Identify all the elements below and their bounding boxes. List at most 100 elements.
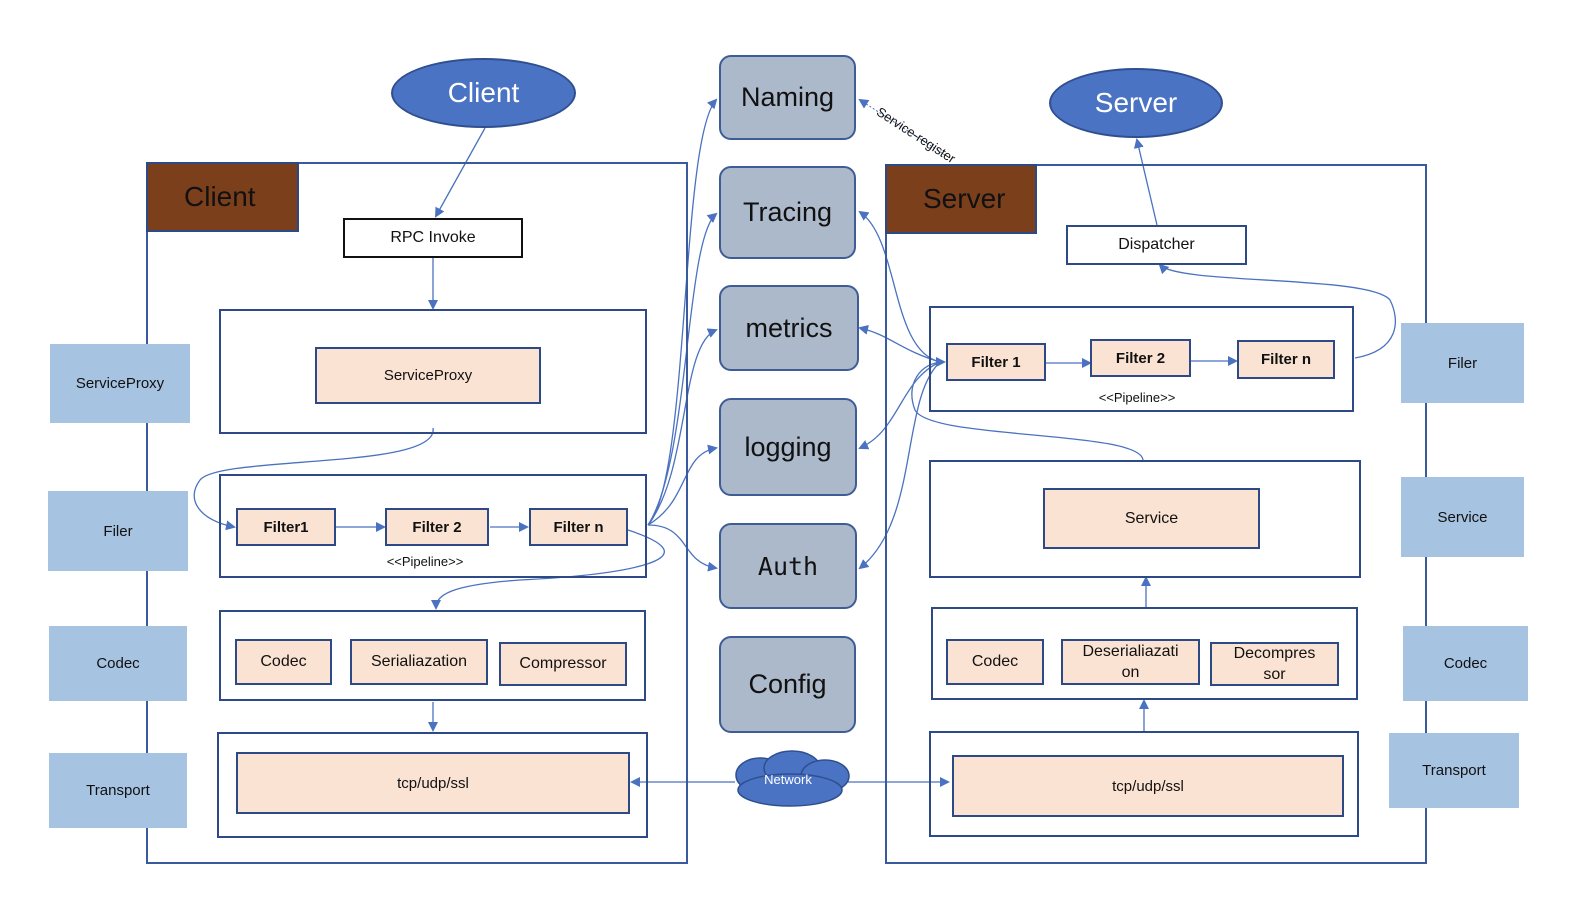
right-label-service-text: Service: [1437, 508, 1488, 526]
client-pipeline-label: <<Pipeline>>: [386, 553, 464, 569]
right-label-filer-text: Filer: [1447, 354, 1478, 372]
arrow-server-to-logging: [858, 361, 941, 450]
client-transport-box[interactable]: tcp/udp/ssl: [236, 752, 630, 814]
client-service-proxy-label: ServiceProxy: [383, 367, 473, 384]
server-codec-label: Codec: [971, 653, 1019, 670]
tracing-label: Tracing: [742, 197, 833, 227]
server-ellipse: Server: [1049, 68, 1223, 138]
service-register-dotted: [858, 98, 946, 156]
client-filter-n[interactable]: Filter n: [529, 508, 628, 546]
client-proxy-layer: [219, 309, 647, 434]
client-filter-layer: [219, 474, 647, 578]
metrics-label: metrics: [745, 312, 833, 343]
server-filter-1-label: Filter 1: [971, 353, 1021, 371]
server-codec-box[interactable]: Codec: [946, 639, 1044, 685]
client-filter-2[interactable]: Filter 2: [385, 508, 489, 546]
line-service-to-filter1: [911, 357, 1144, 461]
arrow-server-to-tracing: [858, 210, 941, 363]
server-filter-2[interactable]: Filter 2: [1090, 339, 1191, 377]
client-serialization-box[interactable]: Serialiazation: [350, 639, 488, 685]
right-label-service: Service: [1401, 477, 1524, 557]
network-label: Network: [764, 771, 812, 787]
arrow-proxy-to-filter: [193, 427, 434, 531]
left-label-serviceproxy-text: ServiceProxy: [75, 375, 165, 392]
server-service-box[interactable]: Service: [1043, 488, 1260, 549]
left-label-serviceproxy: ServiceProxy: [50, 344, 190, 423]
server-pipeline-label: <<Pipeline>>: [1098, 389, 1176, 405]
left-label-filer-text: Filer: [103, 522, 133, 540]
left-label-codec-text: Codec: [96, 655, 140, 672]
arrow-server-to-metrics: [858, 324, 941, 363]
server-filter-1[interactable]: Filter 1: [946, 343, 1046, 381]
client-codec-layer: [219, 610, 646, 701]
auth-box[interactable]: Auth: [719, 523, 857, 609]
naming-box[interactable]: Naming: [719, 55, 856, 140]
client-codec-box[interactable]: Codec: [235, 639, 332, 685]
naming-label: Naming: [740, 82, 835, 112]
server-filter-n[interactable]: Filter n: [1237, 340, 1335, 379]
server-filter-2-label: Filter 2: [1115, 349, 1166, 367]
config-label: Config: [748, 669, 827, 699]
server-frame-title-text: Server: [923, 183, 1006, 214]
client-filter-2-label: Filter 2: [412, 518, 462, 536]
left-label-transport-text: Transport: [86, 782, 150, 799]
client-filter-n-label: Filter n: [553, 518, 604, 536]
arrow-client-to-logging: [647, 444, 718, 526]
arrow-server-to-auth: [858, 361, 941, 570]
arrow-client-to-metrics: [647, 328, 718, 526]
right-label-transport: Transport: [1389, 733, 1519, 808]
client-ellipse-label: Client: [447, 77, 520, 108]
client-frame-title-text: Client: [184, 181, 256, 212]
server-deserialization-label-1: Deserialiazati: [1082, 643, 1179, 660]
server-transport-label: tcp/udp/ssl: [1112, 777, 1184, 795]
dispatcher-box[interactable]: Dispatcher: [1066, 225, 1247, 265]
client-compressor-box[interactable]: Compressor: [499, 642, 627, 686]
client-filter-1-label: Filter1: [263, 518, 309, 536]
server-deserialization-label-2: on: [1121, 664, 1140, 681]
server-decompressor-box[interactable]: Decompres sor: [1210, 642, 1339, 686]
tracing-box[interactable]: Tracing: [719, 166, 856, 259]
client-filter-1[interactable]: Filter1: [236, 508, 336, 546]
server-ellipse-label: Server: [1094, 87, 1178, 118]
right-label-filer: Filer: [1401, 323, 1524, 403]
arrow-client-to-rpc: [435, 127, 486, 218]
server-service-layer: [929, 460, 1361, 578]
server-frame-title: Server: [885, 164, 1037, 234]
arrow-dispatcher-to-server: [1133, 138, 1158, 226]
client-transport-label: tcp/udp/ssl: [397, 774, 469, 792]
server-deserialization-box[interactable]: Deserialiazati on: [1061, 639, 1200, 685]
client-service-proxy-box[interactable]: ServiceProxy: [315, 347, 541, 404]
client-codec-label: Codec: [260, 653, 307, 670]
client-frame-title: Client: [146, 162, 299, 232]
dispatcher-label: Dispatcher: [1118, 236, 1195, 253]
server-service-label: Service: [1124, 509, 1179, 527]
right-label-codec: Codec: [1403, 626, 1528, 701]
logging-box[interactable]: logging: [719, 398, 857, 496]
client-ellipse: Client: [391, 58, 576, 128]
config-box[interactable]: Config: [719, 636, 856, 733]
server-filter-layer: [929, 306, 1354, 412]
client-transport-layer: [217, 732, 648, 838]
server-transport-layer: [929, 731, 1359, 837]
network-cloud: [735, 750, 850, 807]
right-label-transport-text: Transport: [1422, 762, 1486, 779]
rpc-invoke-label: RPC Invoke: [390, 229, 476, 246]
left-label-filer: Filer: [48, 491, 188, 571]
rpc-invoke-box[interactable]: RPC Invoke: [343, 218, 523, 258]
client-compressor-label: Compressor: [519, 655, 607, 672]
server-decompressor-label-1: Decompres: [1233, 645, 1316, 662]
server-filter-n-label: Filter n: [1260, 351, 1311, 368]
metrics-box[interactable]: metrics: [719, 285, 859, 371]
right-label-codec-text: Codec: [1443, 655, 1488, 672]
logging-label: logging: [744, 431, 832, 462]
server-transport-box[interactable]: tcp/udp/ssl: [952, 755, 1344, 817]
server-codec-layer: [931, 607, 1358, 700]
client-serialization-label: Serialiazation: [370, 653, 468, 670]
arrow-filtern-to-dispatcher: [1158, 263, 1397, 359]
server-decompressor-label-2: sor: [1263, 666, 1286, 683]
auth-label: Auth: [757, 551, 819, 581]
left-label-codec: Codec: [49, 626, 187, 701]
arrow-client-to-auth: [647, 524, 718, 572]
left-label-transport: Transport: [49, 753, 187, 828]
